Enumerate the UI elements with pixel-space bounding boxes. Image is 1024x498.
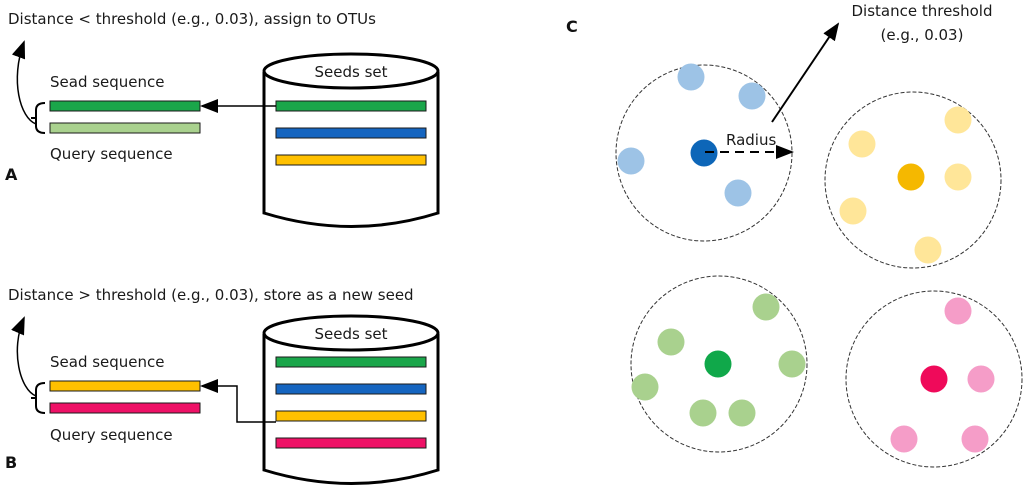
panel-a-title: Distance < threshold (e.g., 0.03), assig… xyxy=(8,10,376,28)
clusters xyxy=(615,63,1023,468)
panel-b: Distance > threshold (e.g., 0.03), store… xyxy=(5,286,440,485)
panel-label-b: B xyxy=(5,453,17,472)
seed-center-dot xyxy=(704,350,732,378)
cluster-boundary xyxy=(824,91,1002,269)
member-sequence-dot xyxy=(967,365,995,393)
member-sequence-dot xyxy=(728,399,756,427)
query-sequence-label: Query sequence xyxy=(50,426,173,444)
member-sequence-dot xyxy=(944,297,972,325)
member-sequence-dot xyxy=(839,197,867,225)
panel-label-c: C xyxy=(566,17,578,36)
seeds-set-label: Seeds set xyxy=(314,63,387,81)
seed-bar-2 xyxy=(275,383,427,395)
member-sequence-dot xyxy=(631,373,659,401)
seed-center-dot xyxy=(690,139,718,167)
seed-sequence-label: Sead sequence xyxy=(50,73,165,91)
curved-arrow-icon xyxy=(11,40,37,125)
query-sequence-bar xyxy=(49,402,201,414)
member-sequence-dot xyxy=(752,293,780,321)
member-sequence-dot xyxy=(961,425,989,453)
cluster-yellow xyxy=(824,91,1002,269)
member-sequence-dot xyxy=(890,425,918,453)
seed-center-dot xyxy=(920,365,948,393)
panel-a: Distance < threshold (e.g., 0.03), assig… xyxy=(5,10,440,228)
member-sequence-dot xyxy=(677,63,705,91)
threshold-label-line2: (e.g., 0.03) xyxy=(881,26,964,44)
radius-label: Radius xyxy=(726,131,776,149)
query-sequence-bar xyxy=(49,122,201,134)
seeds-set-database: Seeds set xyxy=(262,314,440,485)
seed-bar-3 xyxy=(275,410,427,422)
cluster-boundary xyxy=(630,275,808,453)
database-top xyxy=(262,52,440,90)
cluster-blue xyxy=(615,63,793,242)
seed-bar-4 xyxy=(275,437,427,449)
cluster-boundary xyxy=(845,290,1023,468)
panel-label-a: A xyxy=(5,165,18,184)
db-bars xyxy=(275,100,427,166)
member-sequence-dot xyxy=(689,399,717,427)
member-sequence-dot xyxy=(944,106,972,134)
new-seed-arrow-icon xyxy=(200,379,276,423)
threshold-arrow-icon xyxy=(771,22,840,123)
seed-sequence-label: Sead sequence xyxy=(50,353,165,371)
bracket-icon xyxy=(35,102,46,134)
cluster-pink xyxy=(845,290,1023,468)
db-bars xyxy=(275,356,427,449)
panel-c: C Distance threshold (e.g., 0.03) Radius xyxy=(566,2,1023,468)
member-sequence-dot xyxy=(657,328,685,356)
member-sequence-dot xyxy=(724,179,752,207)
seed-bar-2 xyxy=(275,127,427,139)
member-sequence-dot xyxy=(778,350,806,378)
panel-b-title: Distance > threshold (e.g., 0.03), store… xyxy=(8,286,414,304)
query-sequence-label: Query sequence xyxy=(50,145,173,163)
seed-sequence-bar xyxy=(49,100,201,112)
member-sequence-dot xyxy=(738,82,766,110)
cluster-green xyxy=(630,275,808,453)
seeds-set-database: Seeds set xyxy=(262,52,440,228)
seeds-set-label: Seeds set xyxy=(314,325,387,343)
member-sequence-dot xyxy=(914,236,942,264)
seed-center-dot xyxy=(897,163,925,191)
seed-bar-1 xyxy=(275,356,427,368)
member-sequence-dot xyxy=(944,163,972,191)
seed-bar-1 xyxy=(275,100,427,112)
member-sequence-dot xyxy=(848,130,876,158)
member-sequence-dot xyxy=(617,147,645,175)
database-top xyxy=(262,314,440,352)
curved-arrow-icon xyxy=(11,316,37,397)
seed-bar-3 xyxy=(275,154,427,166)
seed-sequence-bar xyxy=(49,380,201,392)
bracket-icon xyxy=(35,382,46,414)
threshold-label-line1: Distance threshold xyxy=(852,2,993,20)
